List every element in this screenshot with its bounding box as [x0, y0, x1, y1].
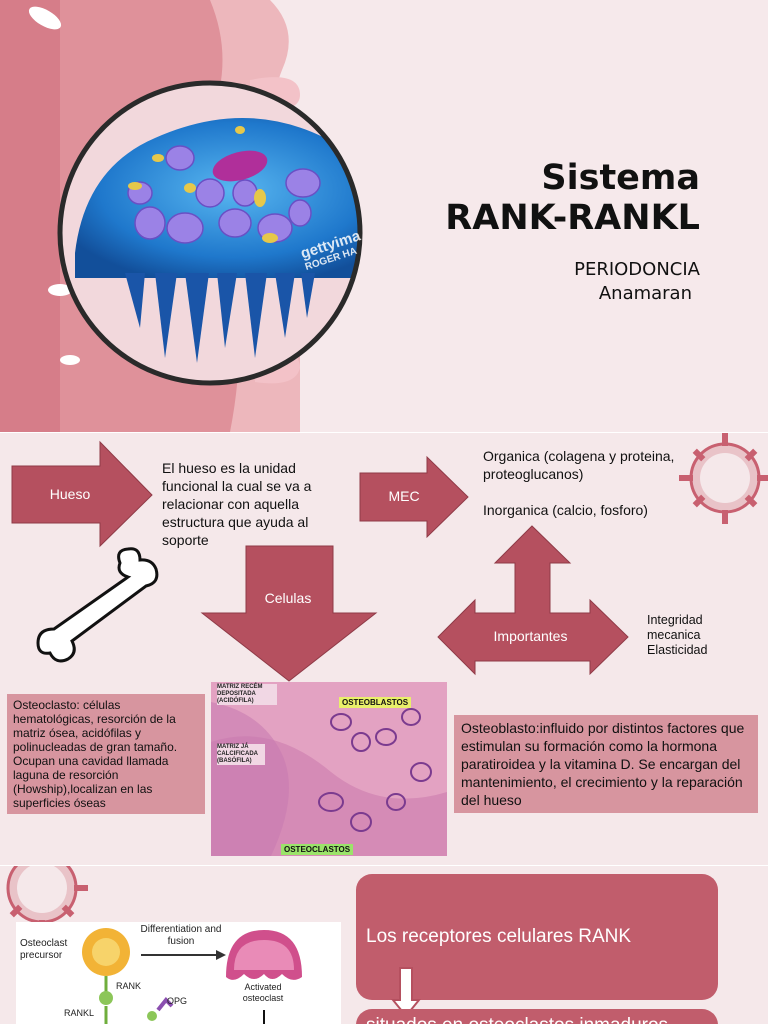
author-name: Anamaran: [598, 283, 692, 304]
slide-title: Sistema RANK-RANKL: [445, 158, 700, 238]
slide-subtitle: PERIODONCIA: [574, 259, 700, 280]
micrograph-art: [211, 682, 447, 856]
down-arrow-icon: [391, 967, 421, 1018]
card1-text: Los receptores celulares RANK: [366, 926, 632, 947]
concept-map-arrows: [11, 433, 768, 682]
virus-decoration: [6, 866, 88, 934]
card2-text: situados en osteoclastos inmaduros: [366, 1015, 668, 1024]
slide3-art: [6, 866, 88, 934]
mec-inorganica: Inorganica (calcio, fosforo): [483, 502, 648, 518]
title-line2: RANK-RANKL: [445, 198, 700, 238]
importantes-item: mecanica: [647, 628, 701, 642]
concept-map-slide: Hueso El hueso es la unidad funcional la…: [0, 433, 768, 865]
hueso-arrow-label: Hueso: [49, 486, 91, 502]
importantes-item: Integridad: [647, 613, 703, 627]
importantes-list: Integridad mecanica Elasticidad: [647, 613, 757, 658]
rank-diagram: Osteoclast precursor Differentiation and…: [16, 922, 341, 1024]
rank-receptor-slide: Osteoclast precursor Differentiation and…: [0, 866, 768, 1024]
micro-label-matriz-ja: MATRIZ JÁ CALCIFICADA (BASÓFILA): [217, 744, 265, 765]
inmature-osteoclast-card: situados en osteoclastos inmaduros: [356, 1009, 718, 1024]
importantes-arrow-label: Importantes: [493, 628, 568, 644]
diagram-rank-label: RANK: [116, 981, 142, 991]
diagram-rankl-label: RANKL: [64, 1008, 95, 1018]
diagram-activated-label: Activated osteoclast: [242, 982, 284, 1003]
title-line1: Sistema: [541, 158, 700, 198]
osteoclasto-box: Osteoclasto: células hematológicas, reso…: [7, 694, 205, 814]
rank-diagram-art: [82, 928, 302, 1024]
importantes-item: Elasticidad: [647, 643, 708, 657]
rank-receptor-card: Los receptores celulares RANK: [356, 874, 718, 1000]
diagram-opg-label: OPG: [167, 996, 188, 1006]
bone-micrograph: MATRIZ RECÉM DEPOSITADA (ACIDÓFILA) MATR…: [211, 682, 447, 856]
hueso-description: El hueso es la unidad funcional la cual …: [162, 460, 312, 548]
diagram-precursor-label: Osteoclast precursor: [20, 938, 68, 961]
diagram-differentiation-label: Differentiation and fusion: [140, 924, 222, 947]
osteoblasto-box: Osteoblasto:influido por distintos facto…: [454, 715, 758, 813]
virus-decoration: [679, 433, 768, 524]
celulas-arrow-label: Celulas: [264, 590, 312, 606]
micro-label-matriz-recem: MATRIZ RECÉM DEPOSITADA (ACIDÓFILA): [217, 684, 277, 705]
micro-label-osteoblastos: OSTEOBLASTOS: [339, 697, 412, 708]
micro-label-osteoclastos: OSTEOCLASTOS: [281, 844, 354, 855]
osteoclast-cell-illustration: [57, 80, 363, 386]
mec-arrow-label: MEC: [388, 488, 420, 504]
mec-organica: Organica (colagena y proteina, proteoglu…: [483, 448, 675, 482]
title-slide: gettyima ROGER HA Sistema RANK-RANKL PER…: [0, 0, 768, 432]
